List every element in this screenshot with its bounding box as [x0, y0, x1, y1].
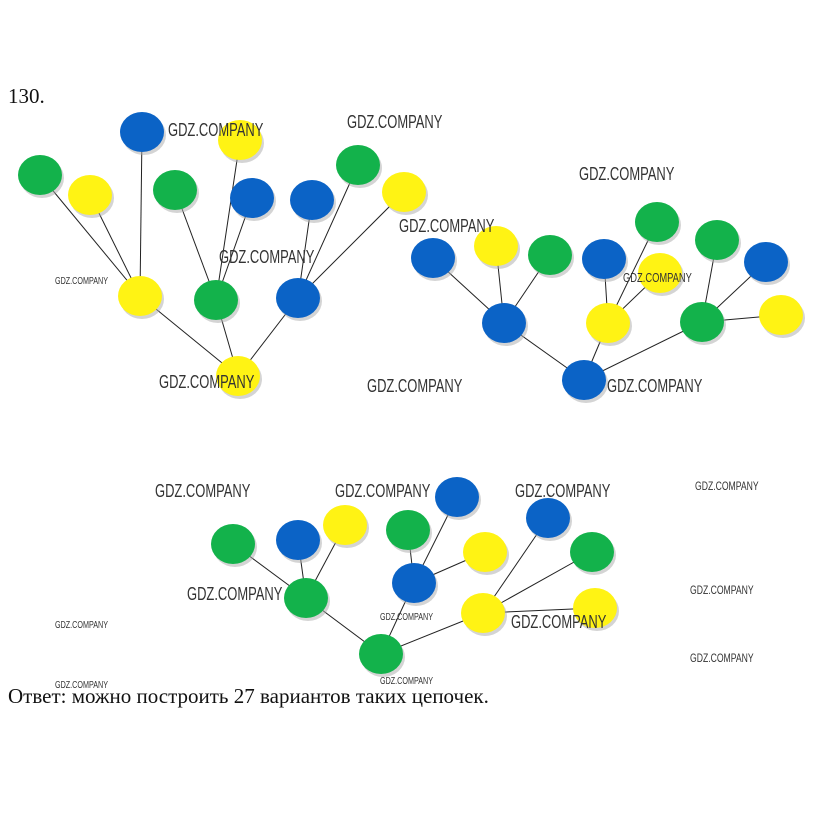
watermark-text: GDZ.COMPANY: [159, 372, 254, 392]
tree-edge: [297, 164, 359, 299]
tree-2-leaf-node-blue: [744, 242, 788, 282]
watermark-text: GDZ.COMPANY: [367, 376, 462, 396]
watermark-text: GDZ.COMPANY: [187, 584, 282, 604]
tree-3-leaf-node-yellow: [573, 588, 617, 628]
tree-3-leaf-node-green: [386, 510, 430, 550]
watermark-text: GDZ.COMPANY: [515, 481, 610, 501]
tree-3-leaf-node-green: [570, 532, 614, 572]
tree-1-leaf-node-green: [153, 170, 197, 210]
tree-1-leaf-node-green: [18, 155, 62, 195]
tree-3-level2-node-blue: [392, 563, 436, 603]
tree-2-root-node-blue: [562, 360, 606, 400]
watermark-text: GDZ.COMPANY: [380, 676, 433, 687]
tree-2-leaf-node-yellow: [638, 253, 682, 293]
watermark-text: GDZ.COMPANY: [55, 276, 108, 287]
tree-2-leaf-node-green: [695, 220, 739, 260]
watermark-text: GDZ.COMPANY: [695, 479, 759, 493]
tree-3-leaf-node-blue: [276, 520, 320, 560]
tree-3-leaf-node-blue: [526, 498, 570, 538]
problem-number: 130.: [8, 84, 45, 108]
answer-text: Ответ: можно построить 27 вариантов таки…: [8, 684, 489, 708]
watermark-text: GDZ.COMPANY: [155, 481, 250, 501]
watermark-text: GDZ.COMPANY: [347, 112, 442, 132]
tree-3-leaf-node-green: [211, 524, 255, 564]
tree-edge: [297, 191, 405, 299]
tree-2-level2-node-yellow: [586, 303, 630, 343]
tree-1-leaf-node-blue: [120, 112, 164, 152]
tree-2-level2-node-blue: [482, 303, 526, 343]
watermark-text: GDZ.COMPANY: [690, 651, 754, 665]
tree-1-level2-node-green: [194, 280, 238, 320]
tree-3-leaf-node-yellow: [463, 532, 507, 572]
tree-1-leaf-node-blue: [230, 178, 274, 218]
tree-3-leaf-node-yellow: [323, 505, 367, 545]
watermark-text: GDZ.COMPANY: [690, 583, 754, 597]
tree-1-leaf-node-blue: [290, 180, 334, 220]
watermark-text: GDZ.COMPANY: [511, 612, 606, 632]
tree-edge: [215, 139, 241, 301]
watermark-text: GDZ.COMPANY: [168, 120, 263, 140]
tree-2-leaf-node-yellow: [474, 226, 518, 266]
tree-edge: [39, 174, 141, 297]
tree-1-leaf-node-yellow: [382, 172, 426, 212]
tree-2-leaf-node-green: [528, 235, 572, 275]
tree-1-level2-node-yellow: [118, 276, 162, 316]
watermark-text: GDZ.COMPANY: [399, 216, 494, 236]
watermark-text: GDZ.COMPANY: [579, 164, 674, 184]
tree-2-leaf-node-yellow: [759, 295, 803, 335]
watermark-text: GDZ.COMPANY: [335, 481, 430, 501]
tree-1-root-node-yellow: [216, 356, 260, 396]
watermark-text: GDZ.COMPANY: [380, 612, 433, 623]
tree-1-level2-node-blue: [276, 278, 320, 318]
tree-3-level2-node-green: [284, 578, 328, 618]
tree-3-leaf-node-blue: [435, 477, 479, 517]
tree-2-level2-node-green: [680, 302, 724, 342]
tree-1-leaf-node-yellow: [218, 120, 262, 160]
tree-3-level2-node-yellow: [461, 593, 505, 633]
tree-edge: [583, 321, 703, 381]
tree-2-leaf-node-blue: [582, 239, 626, 279]
tree-2-leaf-node-blue: [411, 238, 455, 278]
tree-edge: [139, 131, 143, 297]
tree-1-leaf-node-green: [336, 145, 380, 185]
tree-1-leaf-node-yellow: [68, 175, 112, 215]
tree-2-leaf-node-green: [635, 202, 679, 242]
watermark-text: GDZ.COMPANY: [623, 270, 692, 285]
watermark-text: GDZ.COMPANY: [55, 680, 108, 691]
watermark-text: GDZ.COMPANY: [607, 376, 702, 396]
watermark-text: GDZ.COMPANY: [55, 620, 108, 631]
watermark-text: GDZ.COMPANY: [219, 247, 314, 267]
tree-3-root-node-green: [359, 634, 403, 674]
